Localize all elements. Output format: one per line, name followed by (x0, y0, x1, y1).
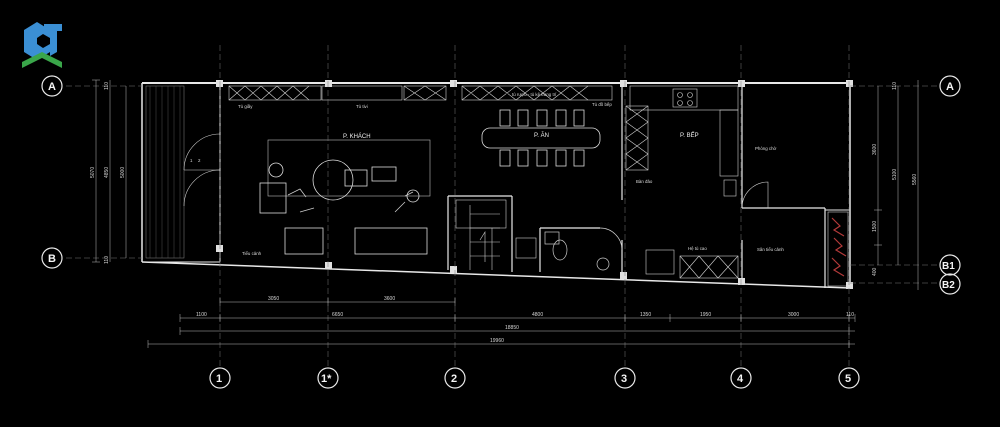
kitchen-label: P. BẾP (680, 132, 699, 139)
column-posts (216, 80, 853, 289)
grid-bubbles-columns (209, 367, 860, 389)
grid-col-1: 1 (216, 373, 222, 385)
grid-row-b2-right: B2 (942, 280, 955, 291)
grid-row-a-left: A (48, 81, 56, 93)
island-label: Bàn đảo (636, 179, 653, 184)
porch-area (145, 85, 221, 259)
grid-row-b-left: B (48, 253, 56, 265)
bottom-cabinets (645, 249, 739, 279)
sofa-left (284, 227, 324, 255)
armchair (259, 182, 287, 214)
grid-lines (66, 45, 940, 366)
kitchen-counter (625, 85, 739, 197)
people-figures (287, 188, 414, 213)
dim-3600-right: 3600 (872, 144, 878, 155)
grid-bubbles-rows-right (939, 75, 961, 295)
dim-3600: 3600 (384, 296, 395, 302)
tall-cabinet-label: Hệ tủ cao (688, 246, 707, 251)
sofa-right (354, 227, 428, 255)
planter (827, 211, 849, 287)
round-table (312, 159, 354, 201)
dim-110-bottom: 110 (104, 256, 110, 264)
dim-1500: 1500 (872, 221, 878, 232)
dining-table (481, 109, 601, 167)
dim-4850: 4850 (104, 167, 110, 178)
dim-4800: 4800 (532, 312, 543, 318)
stair-label-1: 1 (190, 158, 193, 163)
grid-col-3: 3 (621, 373, 627, 385)
dim-110-right: 110 (892, 82, 898, 90)
exterior-walls (141, 82, 851, 289)
grid-bubbles-rows-left (41, 75, 63, 269)
dim-5000: 5000 (120, 167, 126, 178)
shoe-cabinet-label: Tủ giầy (238, 104, 253, 109)
garden-label: Sân tiểu cảnh (757, 247, 784, 252)
dim-3000: 3000 (788, 312, 799, 318)
light-well-label: Tiểu cảnh (242, 251, 262, 256)
grid-col-4: 4 (737, 373, 744, 385)
living-room-label: P. KHÁCH (343, 133, 371, 140)
waiting-room-label: Phòng chờ (755, 146, 777, 151)
coffee-table (344, 169, 368, 187)
wc (544, 227, 623, 271)
grid-row-a-right: A (946, 81, 954, 93)
dimension-lines (92, 79, 919, 348)
dim-19960: 19960 (490, 338, 504, 344)
grid-col-2: 2 (451, 373, 457, 385)
plant-pot-2 (406, 189, 420, 203)
dim-110-top: 110 (104, 82, 110, 90)
dim-18850: 18850 (505, 325, 519, 331)
grid-col-5: 5 (845, 373, 851, 385)
tv-cabinet-label: Tủ tivi (356, 104, 368, 109)
kitchen-cabinet-label: Tủ đồ bếp (592, 102, 612, 107)
wine-cabinet-label: tủ rượu - tủ kệ trang trí (512, 92, 557, 97)
staircase (455, 199, 537, 270)
grid-col-1star: 1* (321, 373, 332, 385)
dim-5100: 5100 (892, 169, 898, 180)
dim-1100: 1100 (196, 312, 207, 318)
stair-label-2: 2 (198, 158, 201, 163)
dining-room-label: P. ĂN (534, 132, 549, 139)
company-logo-icon (22, 22, 62, 68)
plant-pot (268, 162, 284, 178)
living-rug (267, 139, 431, 197)
top-cabinets (228, 85, 613, 101)
dim-1350: 1350 (640, 312, 651, 318)
dim-3050: 3050 (268, 296, 279, 302)
side-table (371, 166, 397, 182)
dim-5560: 5560 (912, 174, 918, 185)
dim-110: 110 (846, 312, 854, 318)
dim-6650: 6650 (332, 312, 343, 318)
grid-row-b1-right: B1 (942, 261, 955, 272)
dim-5070: 5070 (90, 167, 96, 178)
dim-1950: 1950 (700, 312, 711, 318)
dim-400: 400 (872, 267, 878, 276)
interior-walls (447, 86, 826, 288)
